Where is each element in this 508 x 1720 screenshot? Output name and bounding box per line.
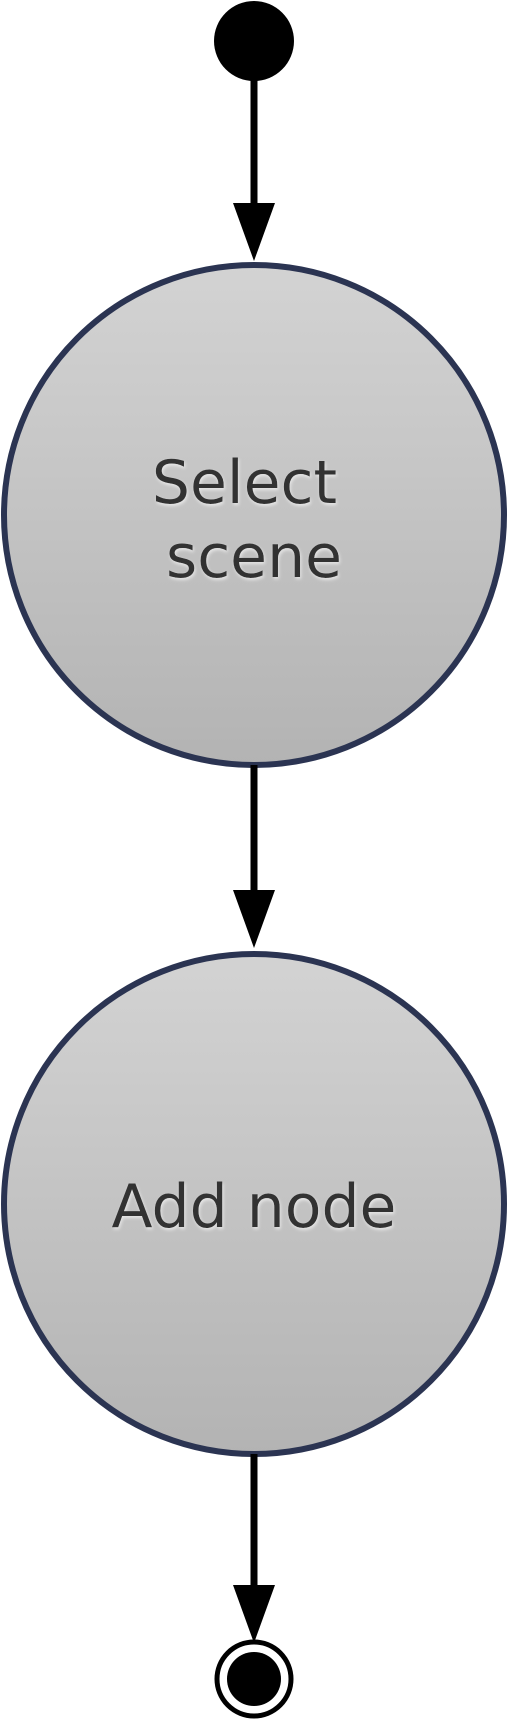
transition-arrow: [233, 1454, 275, 1643]
state-node-label-line: scene: [166, 522, 342, 592]
final-state: [214, 1639, 294, 1719]
transition-arrow: [233, 70, 275, 261]
state-node-add-node[interactable]: Add node: [1, 951, 507, 1457]
state-node-label-line: Select: [152, 448, 337, 518]
arrowhead: [233, 1585, 275, 1643]
transition-arrow: [233, 765, 275, 948]
arrowhead: [233, 203, 275, 261]
state-node-select-scene[interactable]: Select scene: [1, 262, 507, 768]
state-node-label-line: Add node: [112, 1172, 397, 1242]
final-state-dot: [227, 1652, 281, 1706]
arrowhead: [233, 890, 275, 948]
state-node-label: Select scene: [152, 448, 356, 592]
state-node-label: Add node: [112, 1172, 397, 1242]
initial-state: [214, 1, 294, 81]
